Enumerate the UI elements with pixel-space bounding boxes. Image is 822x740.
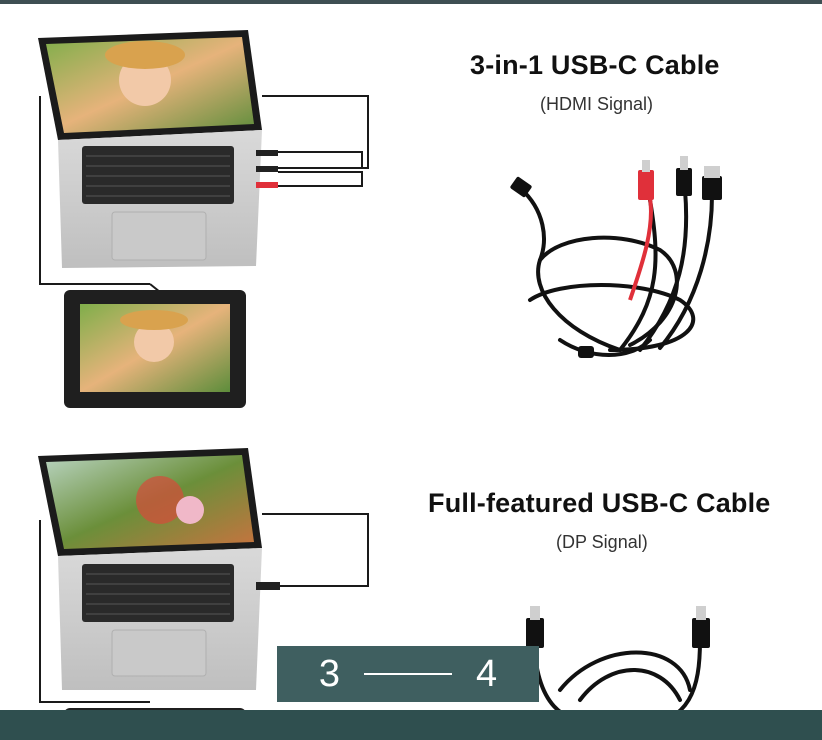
cable-full-featured [526,606,710,730]
bottom-bar [0,710,822,740]
product-title-1: 3-in-1 USB-C Cable [470,50,720,80]
pager-next[interactable]: 4 [476,652,498,695]
laptop-1 [38,30,278,268]
product-subtitle-1: (HDMI Signal) [540,94,654,114]
cable-routing-2 [39,513,369,703]
product-title-2: Full-featured USB-C Cable [428,488,771,518]
pager-current[interactable]: 3 [318,652,340,695]
laptop-2 [38,448,280,690]
trackpad [111,211,207,261]
cable-routing-1 [39,95,369,293]
slide-pager[interactable]: 3 4 [277,646,539,702]
keyboard [82,146,234,204]
product-subtitle-2: (DP Signal) [556,532,648,552]
cable-3in1 [510,156,722,358]
drawing-tablet-1 [64,290,246,408]
pager-divider [364,673,452,675]
top-border [0,0,822,4]
